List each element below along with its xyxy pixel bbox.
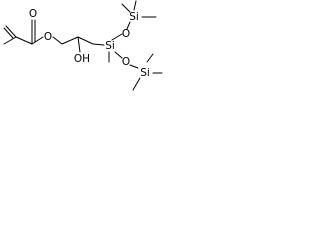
atom-label-carbonyl-o: O xyxy=(29,8,37,20)
bond-ch2-si xyxy=(92,43,105,46)
bond-methyl-vinyl xyxy=(3,36,17,45)
bond-si-lower-me-up xyxy=(146,53,154,63)
bond-choh-ch2 xyxy=(77,36,94,45)
bond-si-lower-me-left xyxy=(132,77,141,91)
bond-ch2-choh xyxy=(61,36,79,45)
bond-si-upper-me-up xyxy=(133,0,137,11)
bond-carbonyl-ester-o xyxy=(31,36,44,45)
atom-label-si-upper: Si xyxy=(129,11,139,23)
bond-si-o-lower xyxy=(114,51,123,59)
atom-label-o-lower: O xyxy=(122,56,130,68)
bond-si-upper-me-left xyxy=(121,3,131,13)
bond-ester-o-ch2 xyxy=(52,36,63,45)
atom-label-o-upper: O xyxy=(122,28,130,40)
structure-diagram: O O OH Si O O Si Si xyxy=(3,0,163,91)
atom-label-ester-o: O xyxy=(44,31,52,43)
bond-o-si-lower xyxy=(129,64,139,69)
bond-vinyl-ch2-inner xyxy=(3,27,14,39)
bond-o-si-upper xyxy=(126,21,131,30)
atom-label-si-lower: Si xyxy=(140,67,150,79)
atom-label-hydroxyl: OH xyxy=(74,53,90,65)
atom-label-si-center: Si xyxy=(105,40,115,52)
bond-vinyl-ch2-outer xyxy=(5,25,17,38)
bond-choh-oh xyxy=(77,36,81,53)
bond-vinyl-carbonyl xyxy=(15,36,33,45)
bond-si-o-upper xyxy=(111,33,123,41)
